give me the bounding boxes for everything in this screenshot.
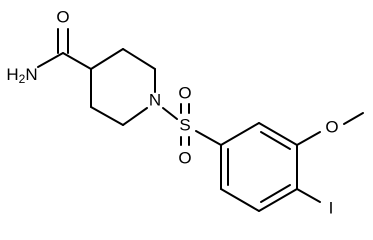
methoxy-bonds <box>296 112 364 146</box>
sulfonyl-bonds <box>162 103 222 146</box>
benzene-bond-c4-c5 <box>258 188 298 212</box>
benzene-inner-bond-c2-c3 <box>260 131 291 150</box>
bonds <box>37 28 364 212</box>
piperidine-bond-c4-c3 <box>90 48 124 70</box>
atom-labels: O H2N N S O O O I <box>6 8 338 218</box>
piperidine-bond-c6-c5 <box>90 106 124 126</box>
sulfonyl-oxygen-bottom-label: O <box>178 149 191 168</box>
piperidine-nitrogen-label: N <box>149 91 161 110</box>
amide-oxygen-label: O <box>56 8 69 27</box>
carboxamide-bonds <box>37 28 92 70</box>
methoxy-oxygen-label: O <box>325 118 338 137</box>
sulfonyl-oxygen-top-label: O <box>178 84 191 103</box>
o-methyl-bond <box>343 112 364 125</box>
piperidine-ring-bonds <box>90 48 156 126</box>
sulfur-label: S <box>179 116 190 135</box>
amine-nh2-label: H2N <box>6 65 37 87</box>
chemical-structure-diagram: O H2N N S O O O I <box>6 8 364 218</box>
iodine-label: I <box>329 199 334 218</box>
benzene-bond-c2-c3 <box>258 122 298 146</box>
benzene-bond-c1-c2 <box>220 122 260 146</box>
benzene-inner-bond-c4-c5 <box>260 184 291 203</box>
aryl-o-methoxy-bond <box>296 131 321 146</box>
amide-to-ring-bond <box>62 52 92 70</box>
benzene-bond-c5-c6 <box>220 188 260 212</box>
piperidine-bond-c3-c2 <box>122 48 156 70</box>
benzene-ring-bonds <box>220 122 298 212</box>
aryl-iodine-bond <box>296 188 321 203</box>
s-aryl-bond <box>195 130 222 146</box>
piperidine-bond-n-c6 <box>122 107 148 126</box>
n-s-bond <box>162 107 178 120</box>
amide-c-n-bond <box>37 52 64 68</box>
